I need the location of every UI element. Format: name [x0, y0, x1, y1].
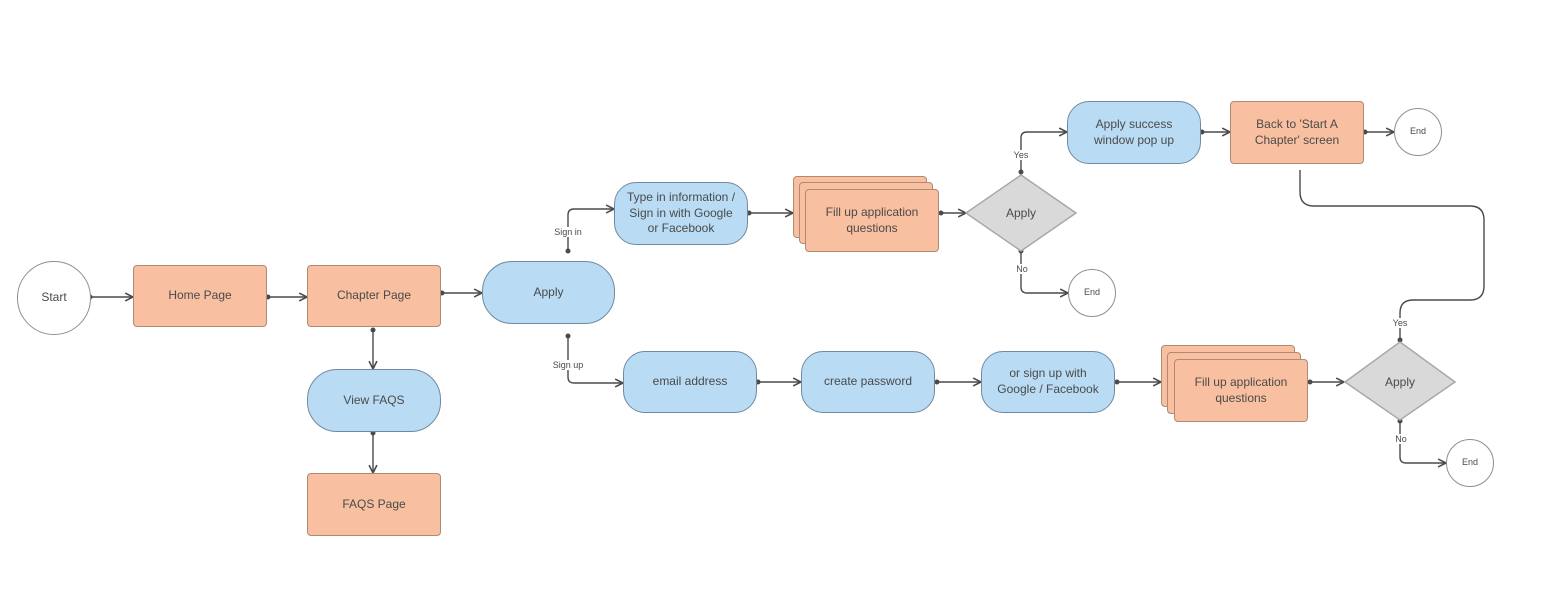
end-label: End	[1409, 126, 1426, 137]
edge-back-loop	[1299, 170, 1485, 340]
email-address-node: email address	[623, 351, 757, 413]
back-to-start-node: Back to 'Start A Chapter' screen	[1230, 101, 1364, 164]
email-address-label: email address	[652, 374, 728, 389]
sign-in-info-node: Type in information / Sign in with Googl…	[614, 182, 748, 245]
fill-up-questions-top-node: Fill up application questions	[805, 189, 939, 252]
edge-decision-bottom-no	[1399, 421, 1446, 463]
end-node-bottom-no: End	[1446, 439, 1494, 487]
edge-label-no-bottom: No	[1393, 434, 1409, 444]
view-faqs-label: View FAQS	[343, 392, 405, 407]
view-faqs-node: View FAQS	[307, 369, 441, 432]
sign-up-google-node: or sign up with Google / Facebook	[981, 351, 1115, 413]
decision-bottom-label: Apply	[1384, 375, 1416, 389]
edge-apply-sign-in	[567, 209, 614, 251]
edge-label-sign-in: Sign in	[552, 227, 584, 237]
fill-up-label: Fill up application questions	[825, 204, 919, 235]
decision-diamond-top	[964, 174, 1078, 252]
chapter-page-label: Chapter Page	[336, 288, 412, 303]
edge-decision-top-yes	[1020, 132, 1067, 172]
edge-decision-top-no	[1020, 251, 1068, 293]
apply-success-label: Apply success window pop up	[1093, 116, 1175, 147]
apply-node: Apply	[482, 261, 615, 324]
faqs-page-node: FAQS Page	[307, 473, 441, 536]
edge-label-sign-up: Sign up	[550, 360, 586, 370]
faqs-page-label: FAQS Page	[342, 496, 406, 511]
create-password-label: create password	[823, 374, 913, 389]
edge-apply-sign-up	[567, 336, 623, 383]
end-label: End	[1461, 457, 1478, 468]
fill-up-label: Fill up application questions	[1194, 374, 1288, 405]
sign-up-google-label: or sign up with Google / Facebook	[997, 366, 1099, 396]
apply-label: Apply	[533, 284, 564, 299]
start-node: Start	[17, 261, 91, 335]
decision-diamond-bottom	[1343, 341, 1457, 421]
end-node-top-yes: End	[1394, 108, 1442, 156]
edge-label-yes-top: Yes	[1011, 150, 1031, 160]
fill-up-questions-bottom-node: Fill up application questions	[1174, 359, 1308, 422]
edge-label-yes-bottom: Yes	[1390, 318, 1410, 328]
end-label: End	[1083, 287, 1100, 298]
home-page-node: Home Page	[133, 265, 267, 327]
home-page-label: Home Page	[168, 288, 232, 303]
edge-label-no-top: No	[1014, 264, 1030, 274]
end-node-top-no: End	[1068, 269, 1116, 317]
apply-success-node: Apply success window pop up	[1067, 101, 1201, 164]
back-to-start-label: Back to 'Start A Chapter' screen	[1254, 116, 1340, 147]
chapter-page-node: Chapter Page	[307, 265, 441, 327]
sign-in-info-label: Type in information / Sign in with Googl…	[626, 190, 736, 236]
create-password-node: create password	[801, 351, 935, 413]
start-label: Start	[41, 290, 67, 305]
decision-top-label: Apply	[1005, 206, 1037, 220]
